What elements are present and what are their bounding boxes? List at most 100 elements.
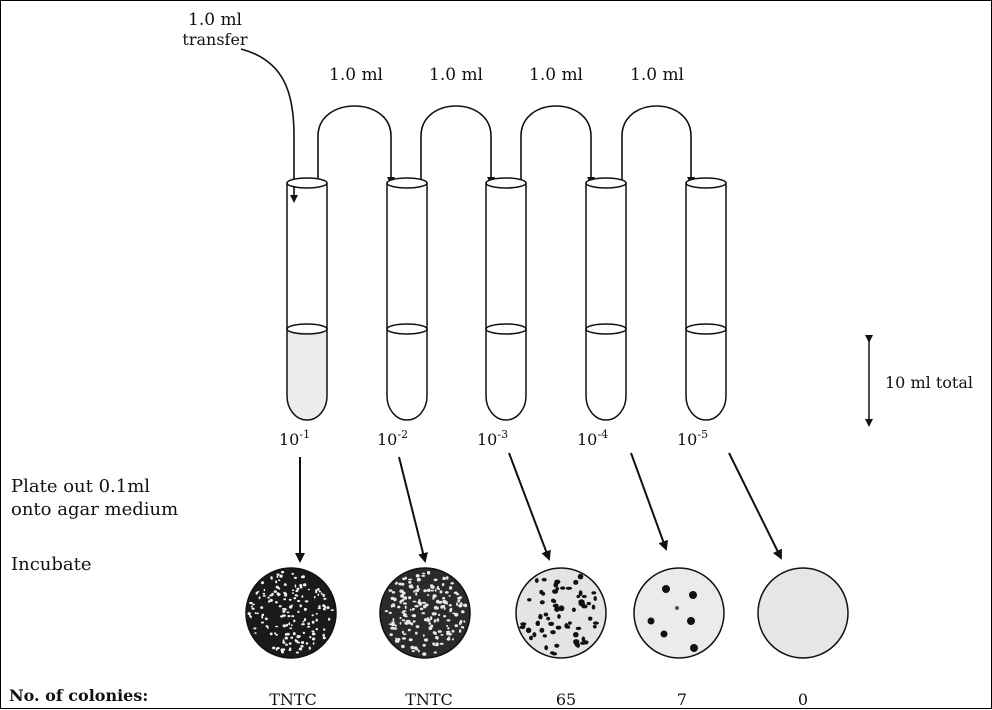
plate-texture-speck — [446, 576, 448, 580]
plate-texture-speck — [259, 596, 261, 599]
plate-texture-speck — [302, 575, 305, 578]
plate-texture-speck — [405, 606, 407, 609]
transfer-label: 1.0 ml — [429, 65, 483, 85]
plate-texture-speck — [422, 573, 425, 575]
plate-texture-speck — [436, 618, 439, 621]
plate-texture-speck — [275, 634, 277, 636]
plate-texture-speck — [318, 607, 321, 609]
plate-texture-speck — [393, 598, 397, 602]
plate-texture-speck — [248, 612, 251, 615]
plate-texture-speck — [399, 617, 401, 619]
plate-texture-speck — [313, 642, 315, 645]
plate-texture-speck — [323, 637, 326, 640]
plate-texture-speck — [462, 626, 464, 629]
plate-texture-speck — [251, 606, 253, 608]
plate-texture-speck — [406, 620, 410, 622]
plate-texture-speck — [580, 642, 586, 645]
plate-texture-speck — [299, 604, 302, 607]
plate-texture-speck — [554, 606, 560, 612]
transfer-loop-arrow — [622, 106, 691, 183]
plate-texture-speck — [288, 615, 291, 617]
plate-texture-speck — [449, 586, 452, 590]
plate-texture-speck — [554, 580, 560, 585]
volume-label: 10 ml total — [885, 373, 973, 392]
plate-texture-speck — [564, 623, 568, 629]
plate-texture-speck — [418, 588, 420, 590]
plate-texture-speck — [423, 644, 426, 647]
plate-texture-speck — [300, 584, 302, 587]
plate-texture-speck — [274, 590, 277, 593]
plate-texture-speck — [449, 609, 452, 613]
plate-texture-speck — [591, 591, 596, 594]
plate-texture-speck — [463, 604, 467, 607]
incubate-label: Incubate — [11, 554, 92, 575]
plate-texture-speck — [322, 604, 325, 607]
plate-texture-speck — [550, 651, 554, 654]
plate-texture-speck — [391, 604, 393, 608]
plate-texture-speck — [423, 605, 426, 609]
plate-texture-speck — [278, 593, 281, 596]
plate-texture-speck — [307, 626, 310, 628]
plate-texture-speck — [592, 605, 596, 610]
plate-texture-speck — [307, 622, 310, 625]
plate-texture-speck — [289, 605, 292, 608]
transfer-loop-arrow — [421, 106, 491, 183]
plate-texture-speck — [280, 575, 283, 578]
plate-instruction-line2: onto agar medium — [11, 499, 178, 520]
plate-texture-speck — [293, 632, 296, 635]
plate-texture-speck — [312, 621, 315, 624]
plate-texture-speck — [272, 647, 275, 650]
plate-texture-speck — [327, 606, 330, 609]
plate-texture-speck — [546, 617, 550, 621]
plate-texture-speck — [408, 629, 411, 632]
initial-transfer-arrow — [241, 49, 294, 201]
plate-texture-speck — [275, 580, 277, 583]
plate-texture-speck — [430, 584, 433, 587]
plate-texture-speck — [267, 627, 269, 629]
plate-texture-speck — [304, 618, 306, 621]
plate-texture-speck — [434, 579, 438, 582]
plate-texture-speck — [454, 613, 458, 617]
agar-plate-1 — [246, 568, 336, 658]
plate-texture-speck — [392, 591, 395, 594]
plate-texture-speck — [423, 634, 425, 637]
colony — [689, 591, 697, 599]
colony — [661, 631, 668, 638]
plate-texture-speck — [582, 595, 587, 598]
plate-texture-speck — [416, 574, 420, 577]
plate-texture-speck — [415, 589, 418, 592]
plate-texture-speck — [295, 584, 297, 587]
plate-texture-speck — [306, 642, 309, 644]
plate-texture-speck — [291, 624, 293, 626]
plate-texture-speck — [454, 592, 458, 595]
plate-texture-speck — [535, 578, 539, 583]
plate-texture-speck — [288, 649, 291, 651]
plate-texture-speck — [299, 648, 302, 651]
plate-texture-speck — [440, 643, 444, 645]
plate-texture-speck — [424, 590, 427, 592]
plate-texture-speck — [413, 648, 415, 650]
plate-texture-speck — [402, 637, 406, 639]
plate-texture-speck — [430, 625, 433, 628]
plate-texture-speck — [444, 607, 446, 610]
plate-texture-speck — [323, 628, 325, 630]
plate-texture-speck — [573, 639, 579, 645]
plate-texture-speck — [422, 602, 426, 604]
plate-texture-speck — [270, 633, 273, 636]
plate-texture-speck — [398, 583, 402, 586]
dilution-label-3: 10-3 — [477, 428, 508, 449]
plate-texture-speck — [321, 592, 323, 595]
plate-texture-speck — [250, 616, 252, 619]
plate-texture-speck — [548, 622, 554, 626]
plate-texture-speck — [393, 627, 397, 630]
plate-texture-speck — [270, 599, 273, 602]
plate-texture-speck — [403, 633, 407, 635]
plate-texture-speck — [312, 630, 315, 632]
plate-texture-speck — [420, 608, 423, 611]
plate-texture-speck — [434, 651, 437, 653]
plate-texture-speck — [441, 634, 444, 636]
plate-texture-speck — [401, 645, 405, 648]
plate-texture-speck — [296, 588, 299, 590]
plate-texture-speck — [253, 627, 256, 629]
colony — [675, 606, 679, 610]
